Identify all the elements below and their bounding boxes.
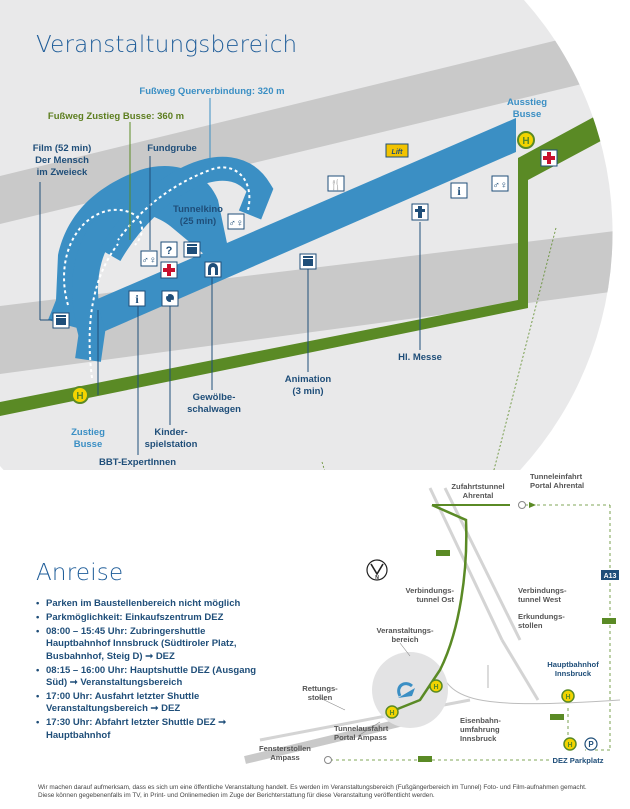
travel-item: Parken im Baustellenbereich nicht möglic…	[36, 598, 266, 611]
walkway-loop-path	[63, 208, 143, 306]
svg-text:H: H	[76, 391, 83, 402]
highway-badge: A13	[601, 570, 619, 580]
venue-map: i ♂♀ ? ♂♀ 🍴 Lift i ♂♀ H H	[0, 0, 613, 470]
icon-question[interactable]: ?	[160, 241, 178, 258]
icon-film-3[interactable]	[299, 253, 317, 270]
parking-icon[interactable]: P	[584, 737, 598, 751]
zoom-connector-lines	[321, 227, 557, 470]
overview-valley-road	[244, 714, 421, 764]
label-connect-west: Verbindungs- tunnel West	[518, 586, 567, 604]
label-access-tunnel: Zufahrtstunnel Ahrental	[451, 482, 505, 500]
label-exit-bus: Ausstieg Busse	[506, 97, 548, 120]
compass-icon: N	[366, 559, 388, 581]
label-rescue: Rettungs- stollen	[302, 684, 338, 702]
icon-lift-logo: Lift	[385, 143, 409, 158]
icon-restaurant[interactable]: 🍴	[327, 175, 345, 192]
first-aid-icon-2[interactable]	[540, 149, 558, 167]
label-exploration: Erkundungs- stollen	[518, 612, 565, 630]
overview-map: H H H H P A13 N	[244, 487, 621, 764]
icon-restrooms-2[interactable]: ♂♀	[227, 213, 245, 230]
loop-tunnel-upper-arc	[99, 156, 274, 262]
svg-text:?: ?	[166, 245, 173, 257]
svg-text:H: H	[522, 136, 529, 147]
icon-kids[interactable]	[161, 290, 179, 307]
label-board-bus: Zustieg Busse	[71, 427, 105, 450]
travel-item: 17:00 Uhr: Ausfahrt letzter Shuttle Vera…	[36, 691, 266, 716]
label-portal-ampass: Tunnelausfahrt Portal Ampass	[334, 724, 389, 742]
overview-event-tunnel	[398, 688, 415, 698]
travel-item: 08:15 – 16:00 Uhr: Hauptshuttle DEZ (Aus…	[36, 665, 266, 690]
overview-leader-lines	[317, 642, 489, 737]
label-film: Film (52 min) Der Mensch im Zweieck	[32, 143, 92, 178]
label-lostfound: Fundgrube	[147, 143, 197, 154]
label-dez: DEZ Parkplatz	[552, 756, 604, 765]
bus-stop-board-icon[interactable]: H	[71, 386, 89, 404]
svg-text:♂♀: ♂♀	[229, 218, 244, 229]
svg-text:♂♀: ♂♀	[142, 255, 157, 266]
travel-list: Parken im Baustellenbereich nicht möglic…	[36, 598, 266, 743]
label-hbf: Hauptbahnhof Innsbruck	[547, 660, 599, 678]
portal-ahrental-marker	[518, 501, 526, 509]
window-ampass-marker	[324, 756, 332, 764]
svg-text:P: P	[588, 740, 594, 749]
svg-text:♂♀: ♂♀	[493, 180, 508, 191]
overview-bus-stop-hbf[interactable]: H	[561, 689, 575, 703]
loop-tunnel	[48, 165, 228, 332]
icon-info-2[interactable]: i	[450, 182, 468, 199]
travel-heading: Anreise	[36, 560, 124, 586]
walkway-cross-path	[117, 166, 251, 241]
shuttle-bus-icons	[418, 550, 616, 762]
label-walkway-bus: Fußweg Zustieg Busse: 360 m	[47, 111, 185, 122]
svg-text:H: H	[389, 710, 394, 717]
label-mass: Hl. Messe	[398, 352, 442, 363]
overview-event-loop	[397, 682, 413, 697]
label-vault: Gewölbe- schalwagen	[187, 392, 241, 415]
first-aid-icon-1[interactable]	[160, 261, 178, 279]
svg-text:H: H	[567, 742, 572, 749]
label-tunnelcinema: Tunnelkino (25 min)	[173, 204, 223, 227]
label-experts: BBT-ExpertInnen	[98, 457, 177, 468]
label-connect-east: Verbindungs- tunnel Ost	[405, 586, 454, 604]
label-kids: Kinder- spielstation	[144, 427, 198, 450]
svg-text:🍴: 🍴	[330, 178, 342, 191]
label-window: Fensterstollen Ampass	[259, 744, 311, 762]
svg-text:i: i	[457, 184, 461, 198]
label-portal-ahrental: Tunneleinfahrt Portal Ahrental	[530, 472, 585, 490]
icon-restrooms-3[interactable]: ♂♀	[491, 175, 509, 192]
bus-stop-exit-icon[interactable]: H	[517, 131, 535, 149]
overview-bus-stop-dez[interactable]: H	[563, 737, 577, 751]
icon-mass-cross[interactable]	[411, 203, 429, 221]
overview-bus-stop-1[interactable]: H	[429, 679, 443, 693]
svg-text:N: N	[375, 575, 379, 581]
svg-text:Lift: Lift	[392, 149, 404, 156]
overview-bus-stop-2[interactable]: H	[385, 705, 399, 719]
svg-text:H: H	[565, 694, 570, 701]
icon-film-1[interactable]	[52, 312, 70, 329]
disclaimer-text: Wir machen darauf aufmerksam, dass es si…	[38, 784, 587, 800]
icon-restrooms-1[interactable]: ♂♀	[140, 250, 158, 267]
svg-text:H: H	[433, 684, 438, 691]
svg-text:A13: A13	[604, 573, 617, 580]
label-event-area: Veranstaltungs- bereich	[376, 626, 434, 644]
ground-band-lower	[0, 228, 613, 374]
travel-item: 08:00 – 15:45 Uhr: Zubringershuttle Haup…	[36, 626, 266, 663]
leader-lines	[39, 156, 421, 455]
label-walkway-cross: Fußweg Querverbindung: 320 m	[139, 86, 285, 97]
icon-info-1[interactable]: i	[128, 290, 146, 307]
travel-item: Parkmöglichkeit: Einkaufszentrum DEZ	[36, 612, 266, 625]
icon-vault[interactable]	[204, 261, 222, 278]
main-tunnel	[72, 118, 516, 342]
label-animation: Animation (3 min)	[284, 374, 332, 397]
shuttle-arrow-icon	[529, 502, 536, 508]
label-bypass: Eisenbahn- umfahrung Innsbruck	[460, 716, 501, 743]
overview-route	[389, 503, 468, 714]
svg-text:i: i	[135, 292, 139, 306]
icon-film-2[interactable]	[183, 241, 201, 258]
venue-heading: Veranstaltungsbereich	[36, 32, 298, 58]
travel-item: 17:30 Uhr: Abfahrt letzter Shuttle DEZ ➞…	[36, 717, 266, 742]
